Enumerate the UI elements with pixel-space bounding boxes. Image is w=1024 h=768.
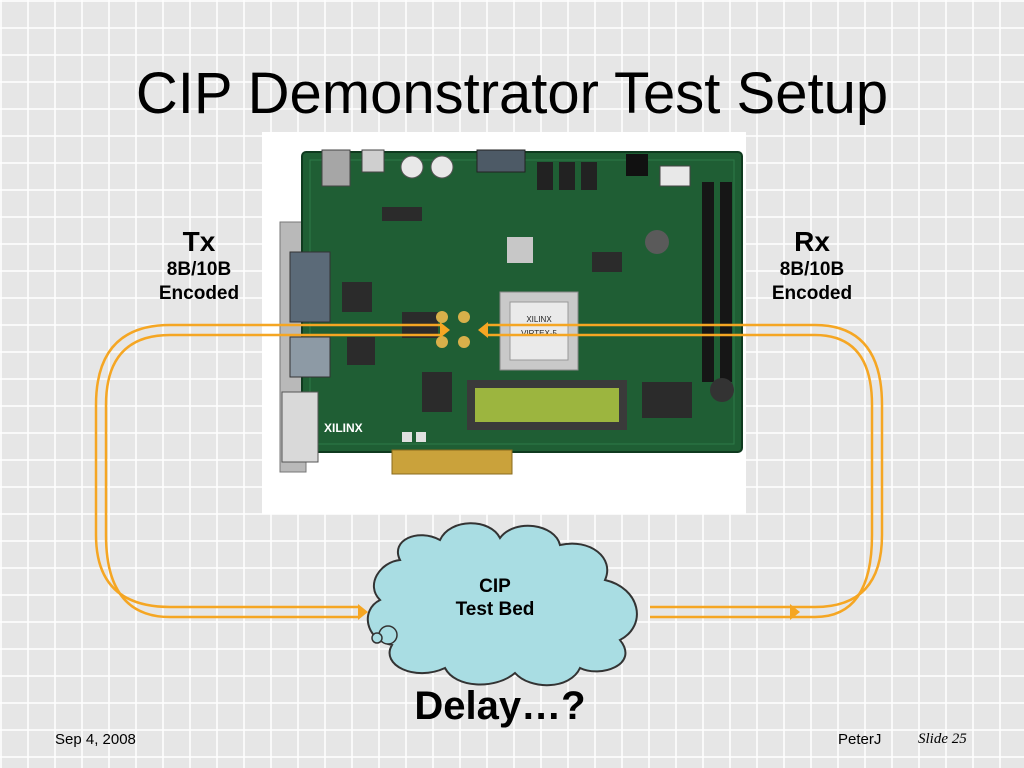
rx-encoded: Encoded — [771, 283, 853, 304]
delay-question: Delay…? — [414, 684, 586, 728]
xilinx-board-illustration: XILINX VIRTEX-5 XILINX — [279, 149, 743, 475]
sma-connector-1 — [436, 311, 448, 323]
footer-slide-number: Slide 25 — [918, 731, 967, 747]
footer-author: PeterJ — [838, 731, 882, 748]
slide-title: CIP Demonstrator Test Setup — [135, 61, 889, 126]
header-strip-1 — [702, 182, 714, 382]
tx-encoded: Encoded — [158, 283, 240, 304]
fpga-chip-text: VIRTEX-5 — [521, 329, 557, 338]
rx-name: Rx — [794, 226, 830, 257]
chip-7 — [422, 372, 452, 412]
audio-jack-1 — [537, 162, 553, 190]
vga-connector — [476, 149, 526, 173]
chip-1 — [342, 282, 372, 312]
chip-6 — [592, 252, 622, 272]
tx-encoding: 8B/10B — [166, 259, 232, 280]
ps2-connector-2 — [430, 155, 454, 179]
push-button-1 — [402, 432, 412, 442]
sma-connector-3 — [436, 336, 448, 348]
arrow-to-rx-icon — [790, 604, 800, 620]
cloud-label-line2: Test Bed — [455, 599, 535, 620]
xilinx-logo-text: XILINX — [324, 421, 363, 435]
chip-2 — [347, 337, 375, 365]
tx-name: Tx — [182, 226, 216, 257]
ethernet-connector — [289, 336, 331, 378]
inductor — [645, 230, 669, 254]
arrow-into-board-rx-icon — [478, 322, 488, 338]
cloud-shape — [366, 522, 638, 687]
cloud-bubble-small — [371, 632, 383, 644]
sfp-cage — [321, 149, 351, 187]
audio-jack-2 — [559, 162, 575, 190]
tx-cable — [94, 323, 440, 619]
header-strip-2 — [720, 182, 732, 382]
rx-encoding: 8B/10B — [779, 259, 845, 280]
tx-label: Tx 8B/10B Encoded — [140, 226, 258, 306]
cloud-label: CIP Test Bed — [420, 575, 570, 621]
serial-connector — [289, 251, 331, 323]
chip-5 — [382, 207, 422, 221]
cloud-label-line1: CIP — [479, 576, 511, 597]
arrow-into-testbed-icon — [358, 604, 368, 620]
arrow-into-board-tx-icon — [440, 322, 450, 338]
usb-connector — [361, 149, 385, 173]
lcd-screen — [475, 388, 619, 422]
audio-jack-3 — [581, 162, 597, 190]
rx-cable — [488, 323, 884, 619]
fpga-vendor-text: XILINX — [526, 315, 552, 324]
ps2-connector-1 — [400, 155, 424, 179]
sma-connector-4 — [458, 336, 470, 348]
board-photo: XILINX VIRTEX-5 XILINX — [262, 132, 746, 514]
power-jack — [626, 154, 648, 176]
pcie-connector — [391, 449, 513, 475]
push-button-2 — [416, 432, 426, 442]
dip-switch — [642, 382, 692, 418]
footer-date: Sep 4, 2008 — [55, 731, 136, 748]
chip-4 — [507, 237, 533, 263]
rx-label: Rx 8B/10B Encoded — [752, 226, 872, 306]
sma-connector-2 — [458, 311, 470, 323]
dvi-connector — [281, 391, 319, 463]
fpga-lid — [509, 301, 569, 361]
buzzer — [710, 378, 734, 402]
power-connector — [659, 165, 691, 187]
